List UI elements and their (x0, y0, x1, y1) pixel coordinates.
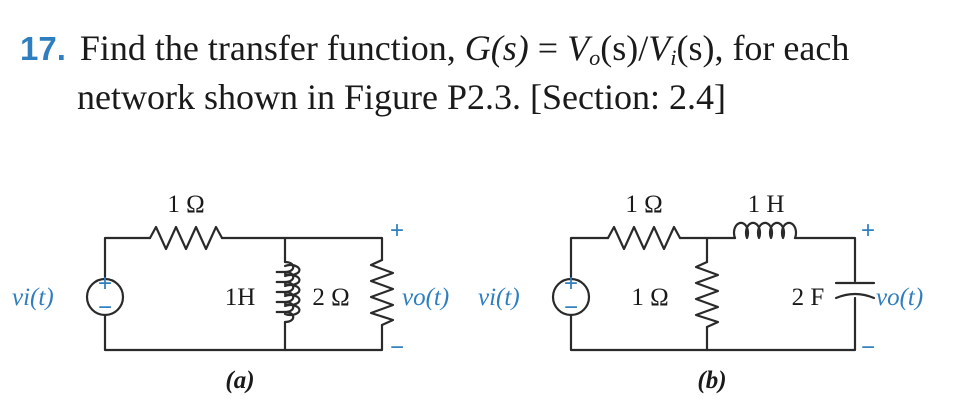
problem-statement: 17. Find the transfer function, G(s) = Vo… (20, 24, 930, 121)
circuit-a-series-resistor (148, 225, 224, 251)
circuit-a: + − 1 Ω 1H 2 Ω vi(t) vo(t) + − (a) (12, 191, 449, 394)
circuit-b-shunt-resistor (694, 260, 720, 329)
problem-line-1-text: Find the transfer function, (79, 28, 456, 68)
circuit-b-bottom-wire (569, 296, 857, 352)
circuit-a-output-label: vo(t) (402, 284, 449, 311)
transfer-function-lhs: G(s) (464, 28, 529, 68)
denominator-symbol: V (648, 28, 671, 68)
numerator-argument: (s)/ (600, 28, 649, 68)
circuit-a-output-plus: + (390, 217, 404, 244)
circuit-b-output-label: vo(t) (876, 284, 923, 311)
circuit-a-top-wire-left (103, 236, 152, 281)
circuit-a-load-resistor-label: 2 Ω (312, 284, 349, 311)
circuit-b: + − 1 Ω 1 H 1 Ω 2 F vi(t) vo(t) + − (b) (478, 191, 923, 394)
circuit-a-top-wire-right (220, 236, 384, 262)
numerator-symbol: V (567, 28, 590, 68)
circuit-a-series-resistor-label: 1 Ω (167, 191, 204, 218)
denominator-argument: (s), for each (676, 28, 850, 68)
circuit-a-caption: (a) (225, 367, 254, 394)
circuit-b-inductor-label: 1 H (748, 191, 785, 218)
circuit-b-source-minus: − (564, 294, 578, 321)
circuit-a-source-plus: + (98, 270, 112, 297)
equals-sign: = (537, 28, 559, 68)
circuit-a-source-minus: − (98, 294, 112, 321)
problem-line-2: network shown in Figure P2.3. [Section: … (77, 77, 726, 117)
circuit-a-load-resistor (369, 258, 395, 327)
circuit-b-top-wire-right (793, 236, 857, 283)
circuit-a-bottom-wire (103, 313, 384, 352)
circuit-a-inductor (275, 260, 295, 324)
circuit-b-output-plus: + (861, 217, 875, 244)
circuit-a-output-minus: − (390, 334, 404, 361)
circuit-a-inductor-label: 1H (225, 284, 256, 311)
circuit-b-capacitor-plate-bottom (834, 292, 876, 300)
problem-number: 17. (20, 30, 66, 67)
denominator-subscript: i (670, 44, 677, 70)
circuit-b-top-wire-left (569, 236, 610, 281)
circuit-b-shunt-resistor-label: 1 Ω (631, 284, 668, 311)
problem-line-1: Find the transfer function, G(s) = Vo(s)… (79, 28, 850, 70)
circuit-b-input-label: vi(t) (478, 284, 520, 311)
circuit-b-series-resistor (606, 225, 682, 251)
circuit-b-series-resistor-label: 1 Ω (625, 191, 662, 218)
circuit-b-inductor (732, 221, 798, 240)
numerator-subscript: o (589, 44, 601, 70)
circuit-b-caption: (b) (697, 367, 726, 394)
circuit-b-source-plus: + (564, 270, 578, 297)
circuit-a-inductor-loops (283, 263, 301, 317)
circuit-a-input-label: vi(t) (12, 284, 54, 311)
circuit-b-output-minus: − (861, 334, 875, 361)
circuit-b-capacitor-label: 2 F (792, 284, 825, 311)
